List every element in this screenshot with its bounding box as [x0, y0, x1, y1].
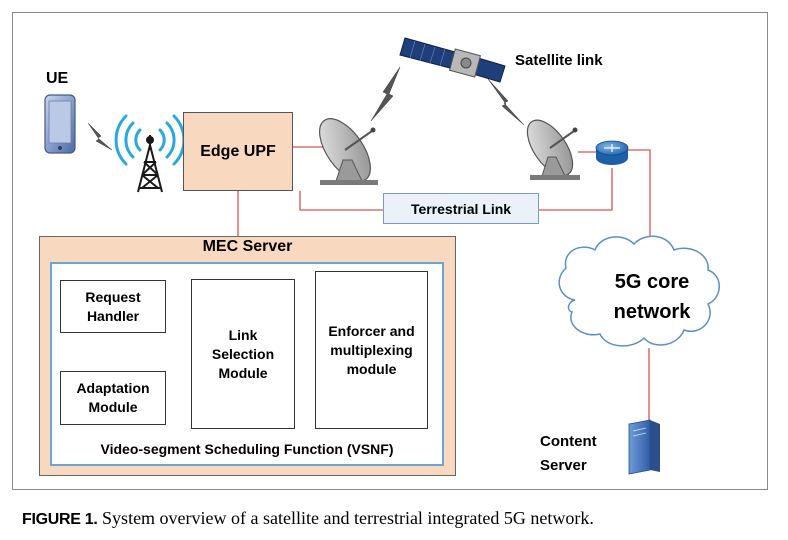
router-icon — [595, 140, 629, 165]
request-handler-box: Request Handler — [60, 280, 166, 333]
phone-icon — [44, 94, 76, 154]
router-to-core-line — [627, 149, 651, 245]
link-selection-module-label: Link Selection Module — [211, 326, 275, 381]
terrestrial-left-line — [299, 191, 383, 211]
antenna-tower-icon — [114, 114, 186, 193]
lightning-icon — [87, 122, 113, 151]
vsnf-label: Video-segment Scheduling Function (VSNF) — [100, 441, 394, 457]
edge-upf-label: Edge UPF — [200, 142, 276, 160]
satellite-dish-icon — [526, 119, 580, 180]
caption-text: System overview of a satellite and terre… — [102, 508, 594, 528]
enforcer-module-box: Enforcer and multiplexing module — [315, 271, 428, 429]
edge-upf-box: Edge UPF — [183, 112, 293, 191]
adaptation-module-label: Adaptation Module — [76, 380, 150, 415]
cloud-icon — [558, 235, 720, 347]
satellite-dish-icon — [319, 118, 378, 185]
adaptation-module-box: Adaptation Module — [60, 371, 166, 425]
satellite-link-label: Satellite link — [515, 52, 603, 69]
figure-number: FIGURE 1. — [22, 511, 98, 528]
satellite-icon — [399, 37, 506, 83]
figure-caption: FIGURE 1. System overview of a satellite… — [22, 508, 594, 529]
core-network-label: 5G core network — [613, 271, 691, 323]
ue-label: UE — [46, 70, 69, 87]
enforcer-module-label: Enforcer and multiplexing module — [328, 322, 415, 377]
terrestrial-link-label: Terrestrial Link — [410, 200, 512, 217]
server-icon — [628, 419, 660, 475]
link-selection-module-box: Link Selection Module — [191, 279, 295, 429]
lightning-icon — [370, 66, 525, 126]
mec-server-title: MEC Server — [202, 238, 293, 255]
terrestrial-link-box: Terrestrial Link — [383, 193, 539, 224]
content-server-label: Content Server — [540, 433, 597, 474]
terrestrial-right-line — [539, 168, 613, 211]
request-handler-label: Request Handler — [85, 288, 141, 324]
